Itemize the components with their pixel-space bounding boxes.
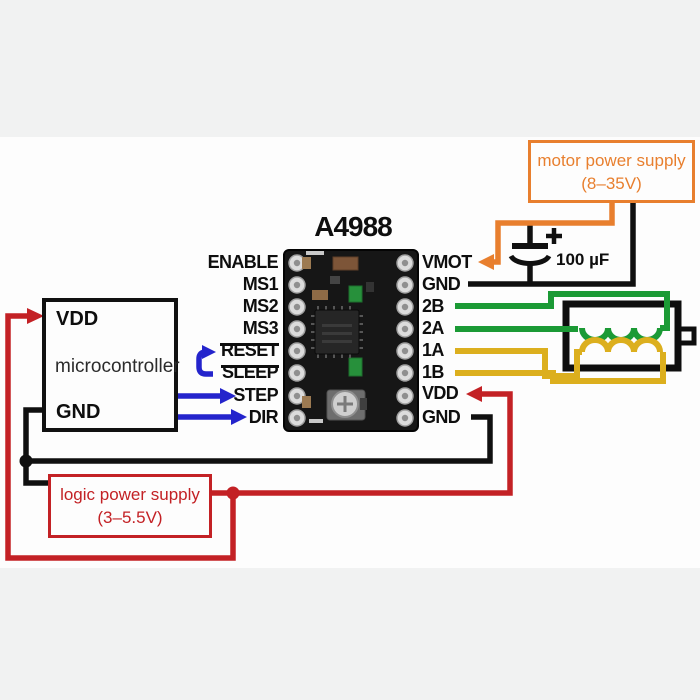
pin-label-sleep: SLEEP [148, 362, 280, 383]
logic-supply-line2: (3–5.5V) [97, 508, 163, 527]
pin-label-step: STEP [233, 385, 278, 405]
mcu-vdd-arrow-icon [27, 308, 44, 324]
pin-label-vmot: VMOT [422, 252, 472, 272]
board-components [302, 251, 374, 423]
red-wire-to-vdd [212, 391, 513, 496]
pin-label-1a: 1A [422, 340, 444, 360]
board-title: A4988 [314, 211, 393, 242]
pin-label-dir: DIR [248, 407, 279, 427]
vmot-arrow-icon [478, 254, 494, 270]
vmot-gnd-wire [468, 202, 636, 287]
red-junction-dot [226, 486, 240, 500]
gnd-bus-wire [26, 414, 493, 464]
pin-label-ms3: MS3 [242, 318, 279, 338]
wire-1b [455, 352, 666, 384]
coil-b-yellow-wires [455, 337, 666, 384]
board-pads-right [396, 254, 414, 427]
pin-label-gnd-bottom: GND [422, 407, 461, 427]
pin-label-sleep-text: SLEEP [220, 362, 280, 382]
logic-power-supply-box: logic power supply (3–5.5V) [48, 474, 212, 538]
mcu-name-label: microcontroller [55, 356, 180, 377]
pin-label-vdd: VDD [422, 383, 459, 403]
motor-supply-line2: (8–35V) [581, 174, 642, 193]
pin-label-gnd-top: GND [422, 274, 461, 294]
mcu-gnd-label: GND [56, 401, 101, 423]
pin-label-2a: 2A [422, 318, 444, 338]
pin-label-reset-text: RESET [219, 340, 280, 360]
mcu-vdd-label: VDD [56, 308, 99, 330]
capacitor-icon [508, 223, 562, 284]
microcontroller-box: VDD microcontroller GND [42, 298, 180, 432]
pin-label-reset: RESET [148, 340, 280, 361]
pin-label-enable: ENABLE [207, 252, 279, 272]
board-pads-left [288, 254, 306, 427]
mcu-gnd-wire [23, 407, 48, 486]
motor-power-orange-wire [492, 202, 615, 265]
red-wire-loop [5, 313, 236, 561]
step-arrow-icon [220, 388, 236, 404]
black-junction-dot [19, 454, 33, 468]
logic-power-red-wires [5, 313, 513, 561]
motor-supply-line1: motor power supply [537, 151, 686, 170]
pin-label-1b: 1B [422, 362, 444, 382]
wire-1a [455, 348, 582, 379]
capacitor-value-label: 100 µF [556, 250, 610, 269]
reset-arrow-icon [202, 345, 216, 359]
wire-2b [455, 291, 670, 331]
pin-label-2b: 2B [422, 296, 444, 316]
yellow-coil-icon [579, 337, 663, 353]
dir-arrow-icon [231, 409, 247, 425]
pin-label-ms2: MS2 [242, 296, 279, 316]
driver-chip-icon [311, 306, 363, 358]
plus-icon [546, 228, 562, 244]
trimpot-icon [326, 389, 367, 421]
motor-power-supply-box: motor power supply (8–35V) [528, 140, 695, 203]
pin-label-ms1: MS1 [242, 274, 279, 294]
logic-supply-line1: logic power supply [60, 485, 200, 504]
ground-black-wires [23, 202, 636, 486]
a4988-board-icon [283, 249, 419, 432]
driver-vdd-arrow-icon [466, 386, 482, 402]
